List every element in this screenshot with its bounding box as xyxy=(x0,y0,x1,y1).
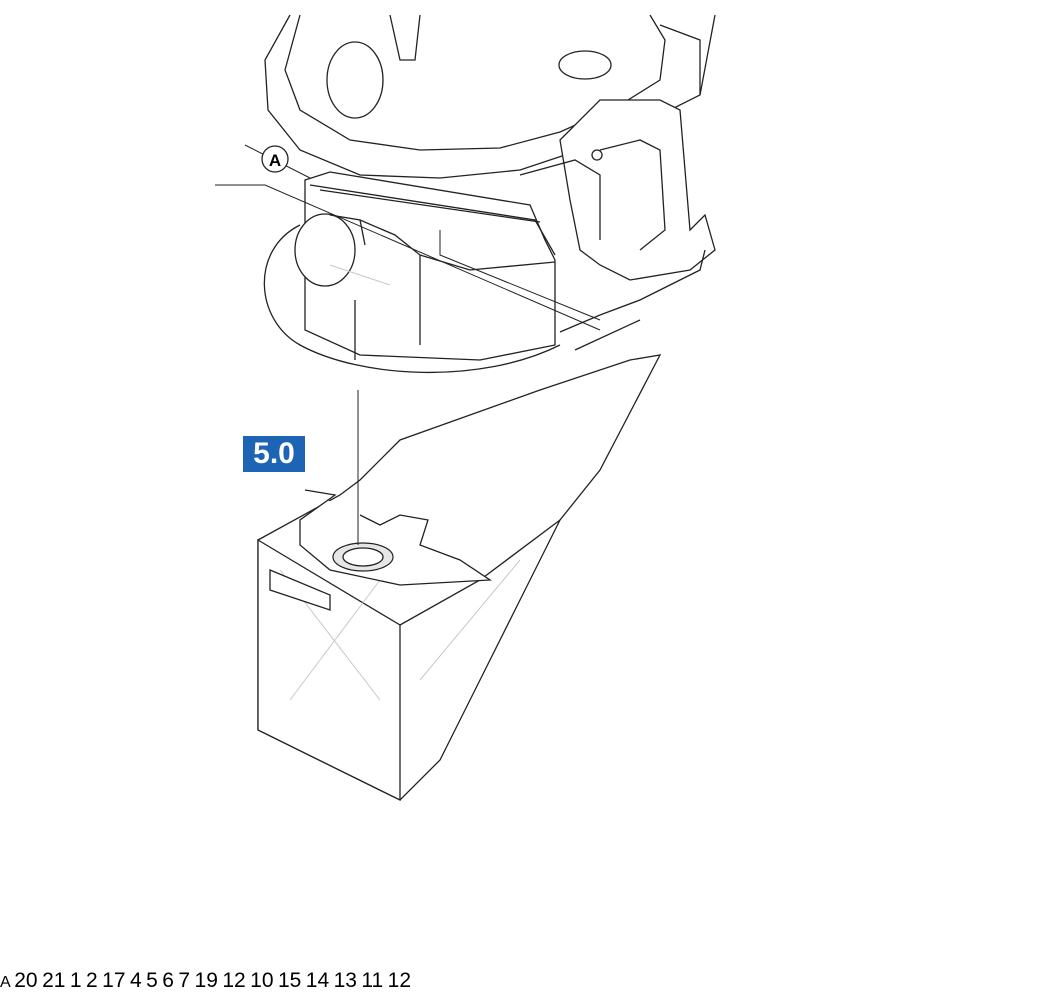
exploded-parts-diagram: A xyxy=(0,14,716,992)
part-number-label: 20 xyxy=(14,969,38,992)
section-badge: 5.0 xyxy=(243,436,305,472)
part-number-label: 15 xyxy=(277,969,302,992)
part-number-label: 1 xyxy=(69,969,82,992)
detail-marker-a-label: A xyxy=(269,151,281,170)
part-number-label: 10 xyxy=(250,969,274,992)
part-number-label: 12 xyxy=(387,969,412,992)
detail-marker-a-label-right: A xyxy=(0,974,10,991)
part-number-label: 2 xyxy=(86,969,98,992)
part-number-label: 19 xyxy=(194,969,218,992)
detail-marker-a-right: A xyxy=(0,974,14,991)
part-number-label: 11 xyxy=(361,969,384,992)
filter-bag xyxy=(257,354,662,802)
part-number-label: 12 xyxy=(222,969,246,992)
part-number-label: 5 xyxy=(146,969,158,992)
part-number-label: 4 xyxy=(129,969,142,992)
part-number-label: 6 xyxy=(162,969,174,992)
part-number-label: 7 xyxy=(178,969,191,992)
machine-head xyxy=(264,14,716,281)
detail-marker-a-top: A xyxy=(261,145,289,173)
filter-housing-detail xyxy=(215,144,706,374)
part-number-label: 14 xyxy=(305,969,330,992)
part-number-label: 13 xyxy=(333,969,357,992)
part-number-label: 17 xyxy=(102,969,126,992)
part-number-label: 21 xyxy=(42,969,66,992)
